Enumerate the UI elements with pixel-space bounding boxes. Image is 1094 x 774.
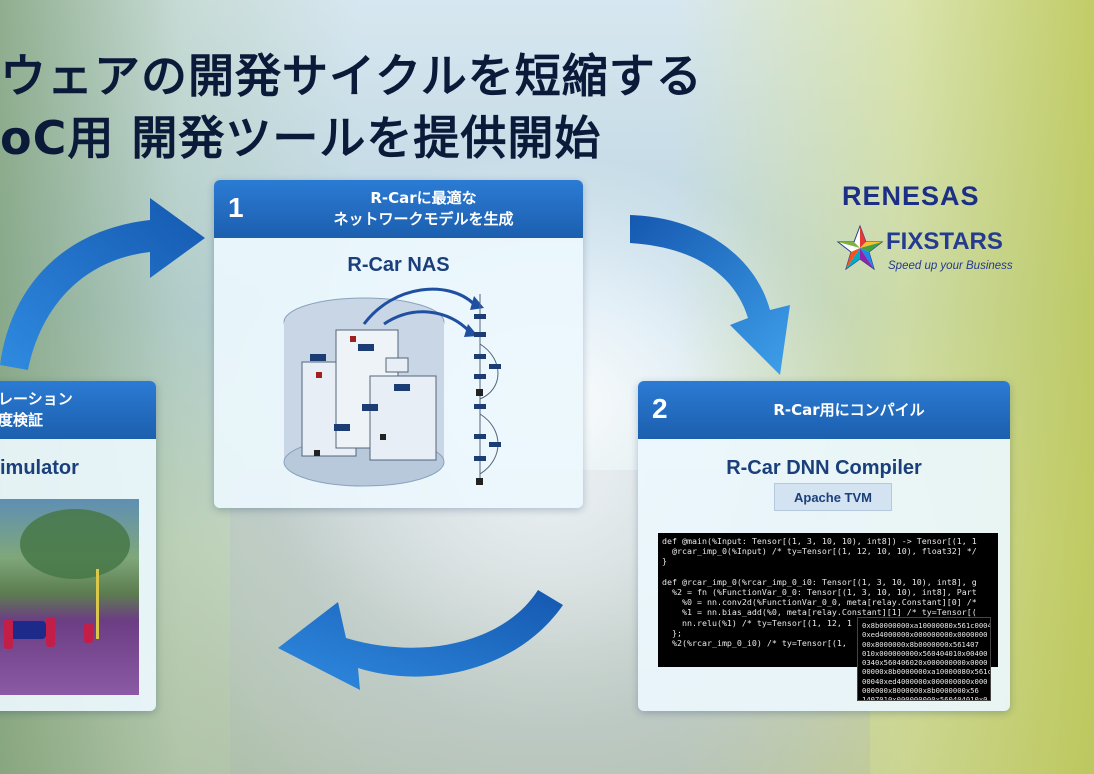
fixstars-logo: FIXSTARS <box>886 228 1003 255</box>
fixstars-star-icon <box>836 224 884 271</box>
code-line: %2 = fn (%FunctionVar_0_0: Tensor[(1, 3,… <box>662 587 977 598</box>
hex-line: 010x000000000x560404010x00400 <box>862 648 988 658</box>
step-2-number: 2 <box>652 393 668 424</box>
step-2-heading: R-Car用にコンパイル <box>773 400 925 419</box>
cycle-arrow-top-right <box>630 215 790 375</box>
step-3-title: imulator <box>0 457 79 479</box>
code-line: } <box>662 556 667 567</box>
code-line: %2(%rcar_imp_0_i0) /* ty=Tensor[(1, <box>662 638 847 649</box>
code-line: nn.relu(%1) /* ty=Tensor[(1, 12, 1 <box>662 617 852 628</box>
code-line: @rcar_imp_0(%Input) /* ty=Tensor[(1, 12,… <box>662 546 977 557</box>
step-2-title: R-Car DNN Compiler <box>726 457 922 479</box>
segmented-pole <box>96 569 99 639</box>
hex-line: 00x8000000x8b0000000x561407 <box>862 639 979 649</box>
step-1-heading-line-2: ネットワークモデルを生成 <box>333 210 514 228</box>
step-1-header: 1 R-Carに最適な ネットワークモデルを生成 <box>214 180 583 238</box>
code-line <box>662 567 994 577</box>
code-line: %0 = nn.conv2d(%FunctionVar_0_0, meta[re… <box>662 597 977 608</box>
step-3-card: レーション 度検証 imulator <box>0 381 156 711</box>
apache-tvm-badge: Apache TVM <box>774 483 892 511</box>
hex-line: 0x8b0000000xa10000080x561c0004 <box>862 621 991 630</box>
step-2-card: 2 R-Car用にコンパイル R-Car DNN Compiler Apache… <box>638 381 1010 711</box>
step-2-header: 2 R-Car用にコンパイル <box>638 381 1010 439</box>
step-1-heading-line-1: R-Carに最適な <box>370 189 477 207</box>
cycle-arrow-bottom <box>278 590 563 690</box>
relay-ir-code: def @main(%Input: Tensor[(1, 3, 10, 10),… <box>658 533 998 667</box>
network-model-diagram <box>283 287 501 487</box>
hex-line: 000000x8000000x8b0000000x56 <box>862 686 979 696</box>
headline-line-1: ウェアの開発サイクルを短縮する <box>0 49 703 103</box>
step-1-heading: R-Carに最適な ネットワークモデルを生成 <box>274 180 573 238</box>
step-3-heading-line-1: レーション <box>0 390 73 408</box>
hex-line: 1407010x000000000x560404010x0 <box>862 695 988 701</box>
hex-line: 0xed4000000x000000000x0000000 <box>862 630 988 640</box>
renesas-logo: RENESAS <box>842 181 980 211</box>
segmented-pedestrian <box>84 623 93 643</box>
segmented-pedestrian <box>46 617 55 647</box>
segmented-car <box>6 621 46 639</box>
cycle-arrow-top-left <box>0 198 205 370</box>
hex-line: 00000x8b0000000xa10000080x561c0 <box>862 667 991 677</box>
step-3-heading-line-2: 度検証 <box>0 411 44 429</box>
code-line: %1 = nn.bias_add(%0, meta[relay.Constant… <box>662 607 977 618</box>
step-3-header: レーション 度検証 <box>0 381 156 439</box>
segmented-pedestrian <box>4 619 13 649</box>
step-1-title: R-Car NAS <box>347 254 450 276</box>
step-3-heading: レーション 度検証 <box>0 381 146 439</box>
hex-line: 00040xed4000000x000000000x000 <box>862 676 988 686</box>
step-1-card: 1 R-Carに最適な ネットワークモデルを生成 R-Car NAS <box>214 180 583 508</box>
code-line: def @rcar_imp_0(%rcar_imp_0_i0: Tensor[(… <box>662 576 977 587</box>
code-line: }; <box>662 627 682 638</box>
segmented-tree <box>20 509 130 579</box>
hex-line: 0340x560406020x000000000x0000 <box>862 658 988 668</box>
simulator-segmentation-image <box>0 499 139 695</box>
headline-line-2: oC用 開発ツールを提供開始 <box>0 111 602 165</box>
step-1-number: 1 <box>228 192 244 223</box>
code-line: def @main(%Input: Tensor[(1, 3, 10, 10),… <box>662 536 977 546</box>
fixstars-tagline: Speed up your Business <box>888 260 1013 272</box>
